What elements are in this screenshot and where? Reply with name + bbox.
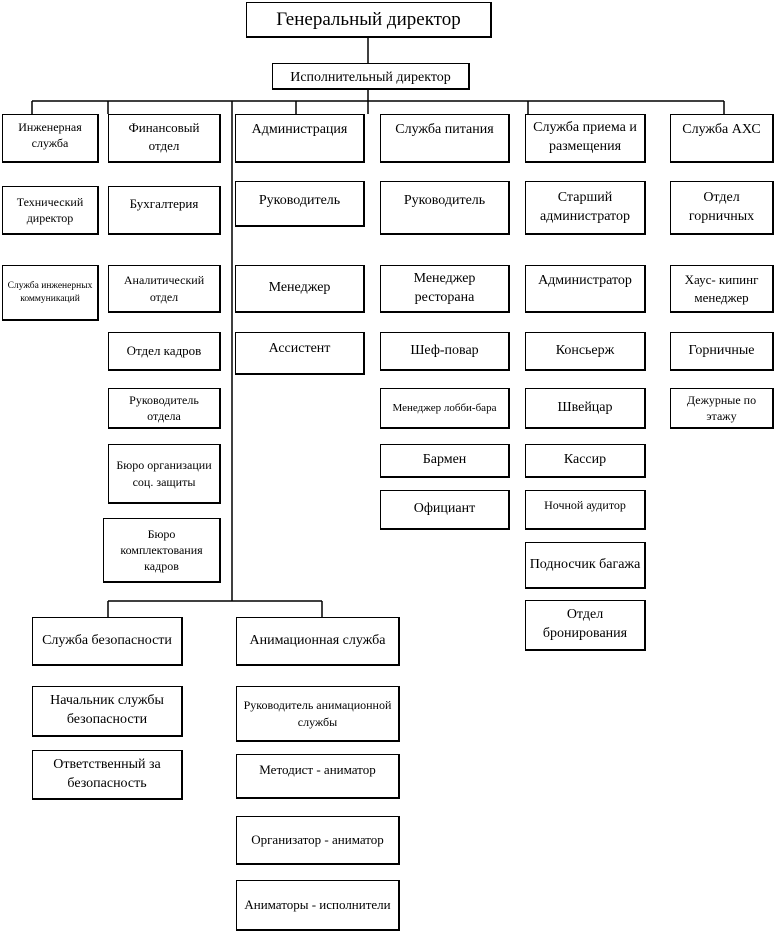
lobby-bar-manager-box: Менеджер лобби-бара (380, 388, 510, 429)
utilities-service-box: Служба инженерных коммуникаций (2, 265, 99, 321)
administration-box: Администрация (235, 114, 365, 163)
admin-manager-box: Менеджер (235, 265, 365, 313)
technical-director-box: Технический директор (2, 186, 99, 235)
food-lead-box: Руководитель (380, 181, 510, 235)
analytics-department-box: Аналитический отдел (108, 265, 221, 313)
waiter-box: Официант (380, 490, 510, 530)
hr-department-box: Отдел кадров (108, 332, 221, 371)
staffing-bureau-box: Бюро комплектования кадров (103, 518, 221, 583)
bartender-box: Бармен (380, 444, 510, 478)
restaurant-manager-box: Менеджер ресторана (380, 265, 510, 313)
reception-service-box: Служба приема и размещения (525, 114, 646, 163)
booking-department-box: Отдел бронирования (525, 600, 646, 651)
methodist-animator-box: Методист - аниматор (236, 754, 400, 799)
admin-assistant-box: Ассистент (235, 332, 365, 375)
food-service-box: Служба питания (380, 114, 510, 163)
night-auditor-box: Ночной аудитор (525, 490, 646, 530)
housekeeping-service-box: Служба АХС (670, 114, 774, 163)
animation-lead-box: Руководитель анимационной службы (236, 686, 400, 742)
organizer-animator-box: Организатор - аниматор (236, 816, 400, 865)
floor-duty-box: Дежурные по этажу (670, 388, 774, 429)
accounting-box: Бухгалтерия (108, 186, 221, 235)
maids-box: Горничные (670, 332, 774, 371)
security-chief-box: Начальник службы безопасности (32, 686, 183, 737)
social-protection-bureau-box: Бюро организации соц. защиты (108, 444, 221, 504)
chef-box: Шеф-повар (380, 332, 510, 371)
security-service-box: Служба безопасности (32, 617, 183, 666)
administrator-box: Администратор (525, 265, 646, 313)
department-head-box: Руководитель отдела (108, 388, 221, 429)
admin-lead-box: Руководитель (235, 181, 365, 227)
exec-director-box: Исполнительный директор (272, 63, 470, 90)
senior-administrator-box: Старший администратор (525, 181, 646, 235)
animation-service-box: Анимационная служба (236, 617, 400, 666)
housekeeping-manager-box: Хаус- кипинг менеджер (670, 265, 774, 313)
finance-department-box: Финансовый отдел (108, 114, 221, 163)
cashier-box: Кассир (525, 444, 646, 478)
security-responsible-box: Ответственный за безопасность (32, 750, 183, 800)
concierge-box: Консьерж (525, 332, 646, 371)
ceo-box: Генеральный директор (246, 2, 492, 38)
maids-department-box: Отдел горничных (670, 181, 774, 235)
luggage-porter-box: Подносчик багажа (525, 542, 646, 589)
animators-performers-box: Аниматоры - исполнители (236, 880, 400, 931)
engineering-service-box: Инженерная служба (2, 114, 99, 163)
doorman-box: Швейцар (525, 388, 646, 429)
